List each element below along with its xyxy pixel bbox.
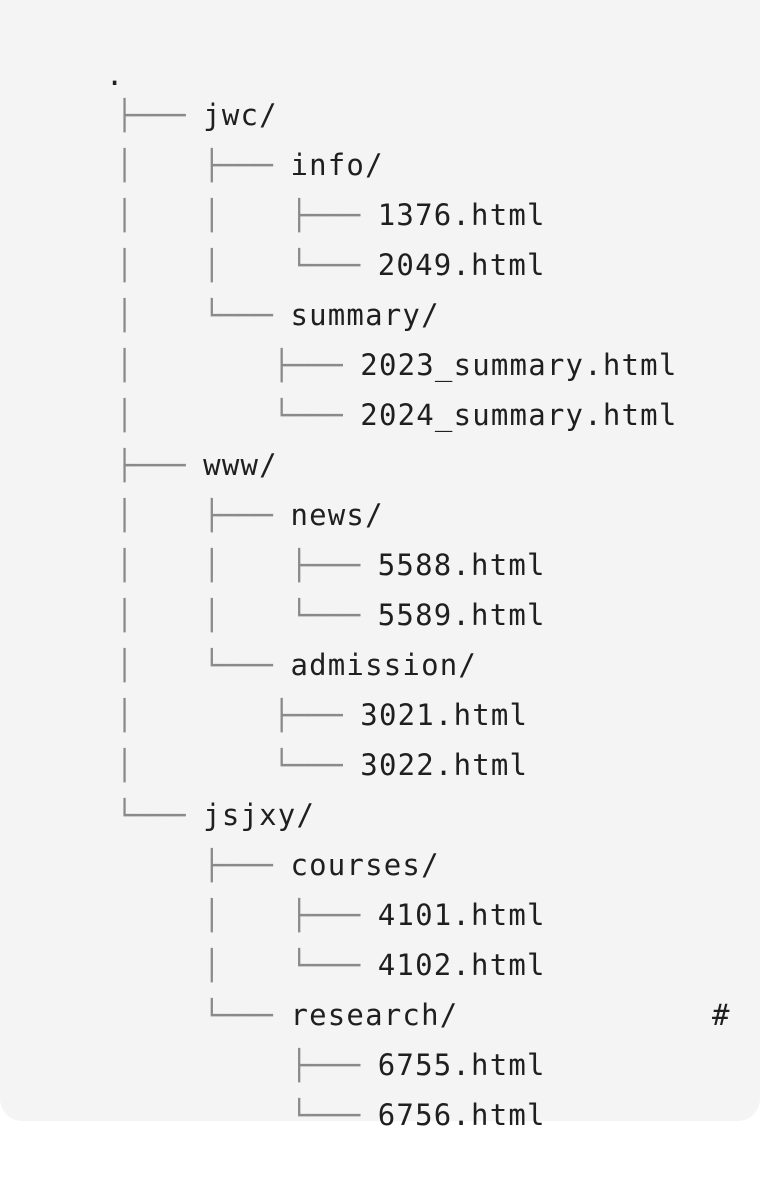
- tree-root: .: [36, 0, 125, 92]
- tree-branch: ├───: [115, 1048, 378, 1082]
- tree-name: info/: [290, 148, 384, 182]
- tree-line: │ │ └─── 5589.html: [46, 540, 546, 632]
- tree-branch: │ ├───: [115, 148, 291, 182]
- tree-root-label: .: [105, 58, 125, 92]
- tree-line: │ └─── 3022.html: [46, 690, 528, 782]
- tree-branch: │ │ └───: [115, 598, 378, 632]
- tree-line: ├─── 6755.html: [46, 990, 546, 1082]
- tree-branch: │ ├───: [115, 698, 361, 732]
- tree-line: │ ├─── news/: [46, 440, 384, 532]
- tree-branch: │ └───: [115, 398, 361, 432]
- tree-name: 6755.html: [377, 1048, 546, 1082]
- tree-line: │ ├─── 4101.html: [46, 840, 546, 932]
- tree-branch: │ └───: [115, 748, 361, 782]
- tree-branch: └───: [115, 798, 204, 832]
- tree-name: courses/: [290, 848, 440, 882]
- tree-branch: │ ├───: [115, 898, 378, 932]
- tree-branch: ├───: [115, 98, 204, 132]
- tree-line: │ ├─── 3021.html: [46, 640, 528, 732]
- tree-name: news/: [290, 498, 384, 532]
- tree-line: ├─── www/: [46, 390, 278, 482]
- tree-branch: │ └───: [115, 298, 291, 332]
- tree-line: │ └─── 4102.html: [46, 890, 546, 982]
- tree-branch: │ │ └───: [115, 248, 378, 282]
- tree-line: │ └─── admission/: [46, 590, 477, 682]
- tree-name: summary/: [290, 298, 440, 332]
- tree-line: └─── research/: [46, 940, 458, 1032]
- tree-branch: │ │ ├───: [115, 548, 378, 582]
- tree-branch: ├───: [115, 448, 204, 482]
- tree-branch: ├───: [115, 848, 291, 882]
- tree-line: │ │ ├─── 5588.html: [46, 490, 546, 582]
- tree-name: 5588.html: [377, 548, 546, 582]
- tree-name: 4101.html: [377, 898, 546, 932]
- tree-line: │ ├─── info/: [46, 90, 384, 182]
- tree-line: │ └─── summary/: [46, 240, 440, 332]
- tree-name: 6756.html: [377, 1098, 546, 1132]
- tree-name: 3021.html: [360, 698, 529, 732]
- tree-name: research/: [290, 998, 459, 1032]
- tree-line: │ └─── 2024_summary.html: [46, 340, 678, 432]
- tree-branch: │ ├───: [115, 348, 361, 382]
- code-block: . ├─── jwc/ │ ├─── info/ │ │ ├─── 1376.h…: [0, 0, 760, 1132]
- tree-branch: └───: [115, 1098, 378, 1132]
- tree-line: │ ├─── 2023_summary.html: [46, 290, 678, 382]
- tree-name: www/: [203, 448, 278, 482]
- tree-branch: └───: [115, 998, 291, 1032]
- tree-branch: │ └───: [115, 948, 378, 982]
- tree-name: 2049.html: [377, 248, 546, 282]
- tree-name: 4102.html: [377, 948, 546, 982]
- tree-comment: #: [712, 998, 730, 1032]
- tree-name: 2023_summary.html: [360, 348, 678, 382]
- tree-branch: │ └───: [115, 648, 291, 682]
- tree-line: └─── jsjxy/: [46, 740, 315, 832]
- tree-line: │ │ ├─── 1376.html: [46, 140, 546, 232]
- tree-name: jwc/: [203, 98, 278, 132]
- tree-line: │ │ └─── 2049.html: [46, 190, 546, 282]
- tree-branch: │ ├───: [115, 498, 291, 532]
- tree-name: 3022.html: [360, 748, 529, 782]
- tree-name: admission/: [290, 648, 478, 682]
- tree-name: jsjxy/: [203, 798, 316, 832]
- tree-line: └─── 6756.html: [46, 1040, 546, 1132]
- tree-branch: │ │ ├───: [115, 198, 378, 232]
- tree-name: 1376.html: [377, 198, 546, 232]
- tree-line: ├─── courses/: [46, 790, 440, 882]
- tree-name: 5589.html: [377, 598, 546, 632]
- tree-line: ├─── jwc/: [46, 40, 278, 132]
- tree-name: 2024_summary.html: [360, 398, 678, 432]
